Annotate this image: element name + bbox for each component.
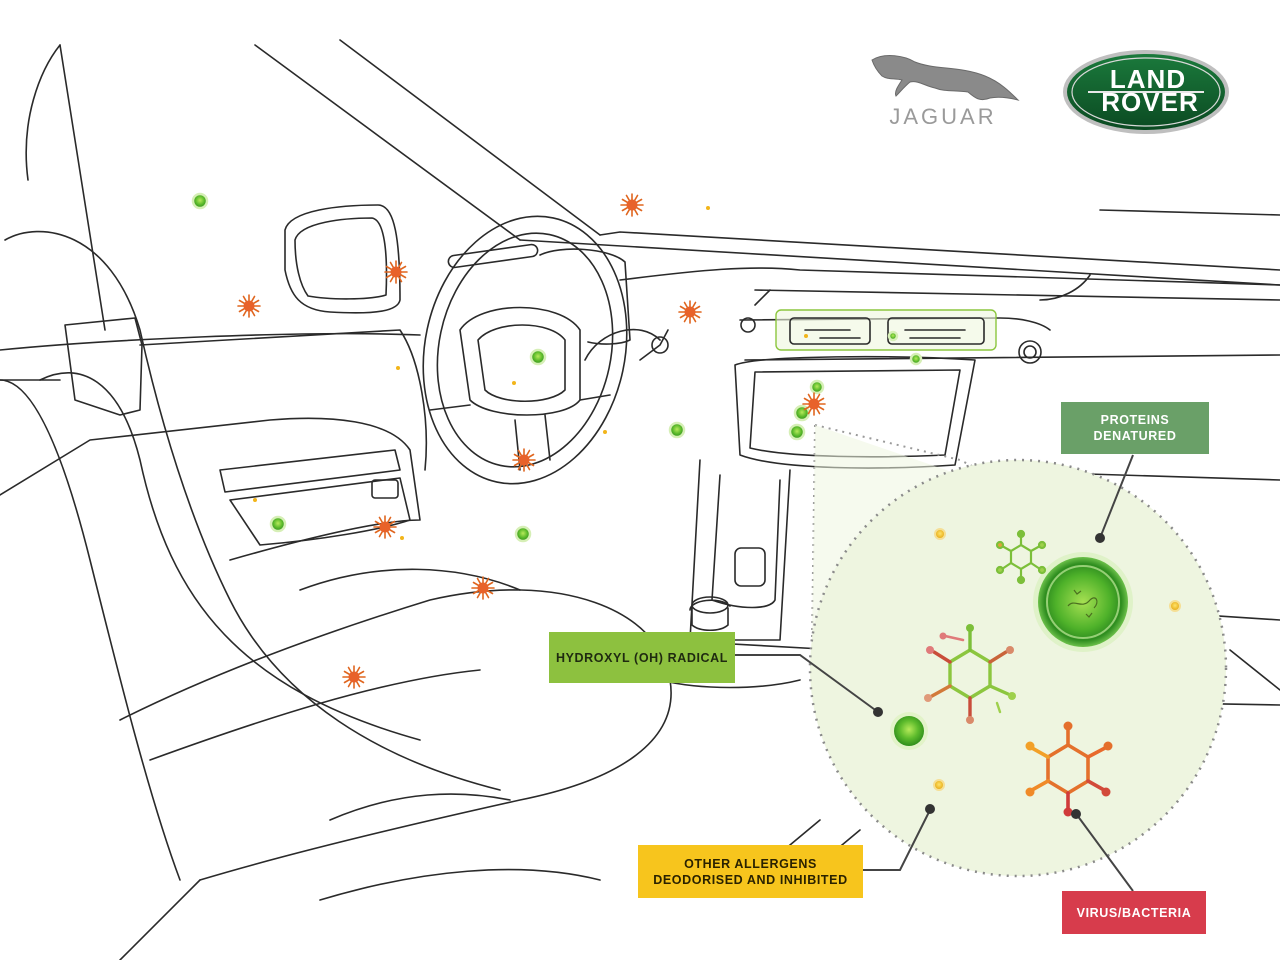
- small-virus-icon: [995, 529, 1047, 585]
- spore-icon: [237, 294, 261, 318]
- protein-cell-icon: [1033, 552, 1133, 652]
- allergens-box: [638, 845, 863, 898]
- other-allergens-label: OTHER ALLERGENS DEODORISED AND INHIBITED: [653, 856, 848, 887]
- virus-icon: [1025, 721, 1113, 817]
- spore-icon: [384, 260, 408, 284]
- spore-icon: [512, 448, 536, 472]
- hydroxyl-radical-icon: [890, 712, 928, 750]
- green-particles: [191, 192, 923, 543]
- jaguar-logo: [871, 55, 1020, 101]
- spore-icon: [802, 392, 826, 416]
- yellow-particles: [253, 206, 808, 540]
- hydroxyl-box: [549, 632, 735, 683]
- jaguar-wordmark: JAGUAR: [889, 104, 997, 129]
- callout-leaders: [735, 454, 1134, 892]
- virus-bacteria-label: VIRUS/BACTERIA: [1076, 905, 1192, 920]
- spore-icon: [373, 515, 397, 539]
- magnified-zone: [808, 424, 1228, 878]
- allergen-spores: [237, 193, 826, 689]
- allergen-dots: [933, 528, 1181, 791]
- spore-icon: [678, 300, 702, 324]
- spore-icon: [471, 576, 495, 600]
- cabin-line-art: [0, 39, 1280, 960]
- land-rover-word-line2: ROVER: [1101, 87, 1198, 117]
- degrading-virus-icon: [924, 624, 1016, 724]
- land-rover-word-line1: LAND: [1110, 64, 1186, 94]
- virus-box: [1062, 891, 1206, 934]
- proteins-box: [1061, 402, 1209, 454]
- spore-icon: [342, 665, 366, 689]
- land-rover-logo: LAND ROVER: [1063, 50, 1229, 134]
- leader-dots: [873, 533, 1105, 819]
- hydroxyl-radical-label: HYDROXYL (OH) RADICAL: [555, 650, 729, 665]
- proteins-denatured-label: PROTEINS DENATURED: [1093, 413, 1177, 443]
- jaguar-leaper-icon: [871, 55, 1020, 101]
- spore-icon: [620, 193, 644, 217]
